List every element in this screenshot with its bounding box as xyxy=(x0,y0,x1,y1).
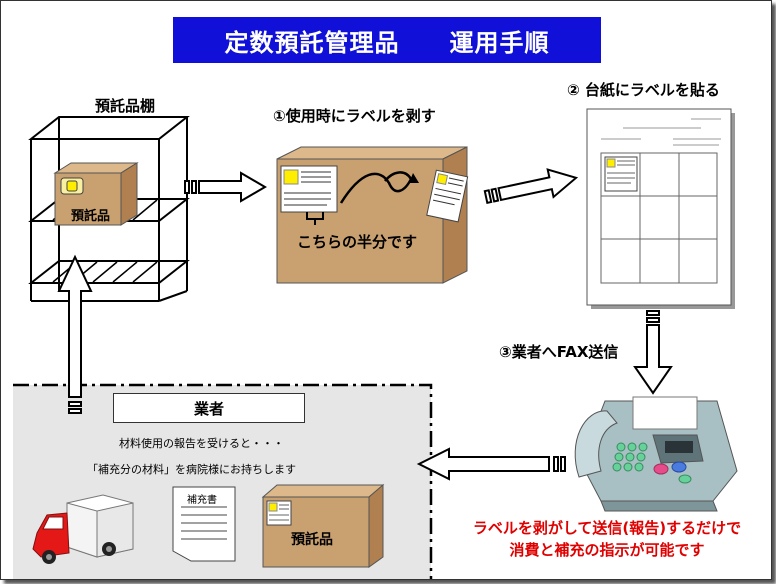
form-title: 補充書 xyxy=(187,495,217,506)
step1-label: ①使用時にラベルを剥す xyxy=(273,107,436,125)
vendor-label-box: 業者 xyxy=(113,393,305,423)
step3-label: ③業者へFAX送信 xyxy=(499,343,619,361)
replenish-form-icon xyxy=(172,486,236,562)
label-sheet-icon xyxy=(586,108,735,309)
truck-icon xyxy=(32,494,134,564)
fax-machine-icon xyxy=(574,396,738,512)
vendor-box-icon xyxy=(261,483,385,568)
footer-note: ラベルを剥がして送信(報告)するだけで 消費と補充の指示が可能です xyxy=(437,517,776,561)
vendor-box-label: 預託品 xyxy=(291,532,333,548)
footer-line2: 消費と補充の指示が可能です xyxy=(509,541,705,559)
big-box-icon xyxy=(276,146,469,284)
arrow-vendor-to-shelf xyxy=(57,254,93,414)
vendor-label: 業者 xyxy=(193,399,224,418)
vendor-area-border xyxy=(13,383,433,579)
arrow-box-to-sheet xyxy=(483,168,579,205)
step2-label: ② 台紙にラベルを貼る xyxy=(567,81,720,99)
page-title: 定数預託管理品 運用手順 xyxy=(173,17,601,63)
arrow-fax-to-vendor xyxy=(416,447,566,481)
shelf-label: 預託品棚 xyxy=(95,97,156,115)
shelf-box-icon xyxy=(53,162,139,226)
footer-line1: ラベルを剥がして送信(報告)するだけで xyxy=(472,519,742,537)
box-caption: こちらの半分です xyxy=(297,233,418,251)
vendor-note-line1: 材料使用の報告を受けると・・・ xyxy=(119,437,284,450)
arrow-shelf-to-box xyxy=(184,171,267,203)
shelf-box-label: 預託品 xyxy=(71,209,111,224)
arrow-sheet-to-fax xyxy=(633,310,673,395)
vendor-note-line2: 「補充分の材料」を病院様にお持ちします xyxy=(87,463,296,476)
